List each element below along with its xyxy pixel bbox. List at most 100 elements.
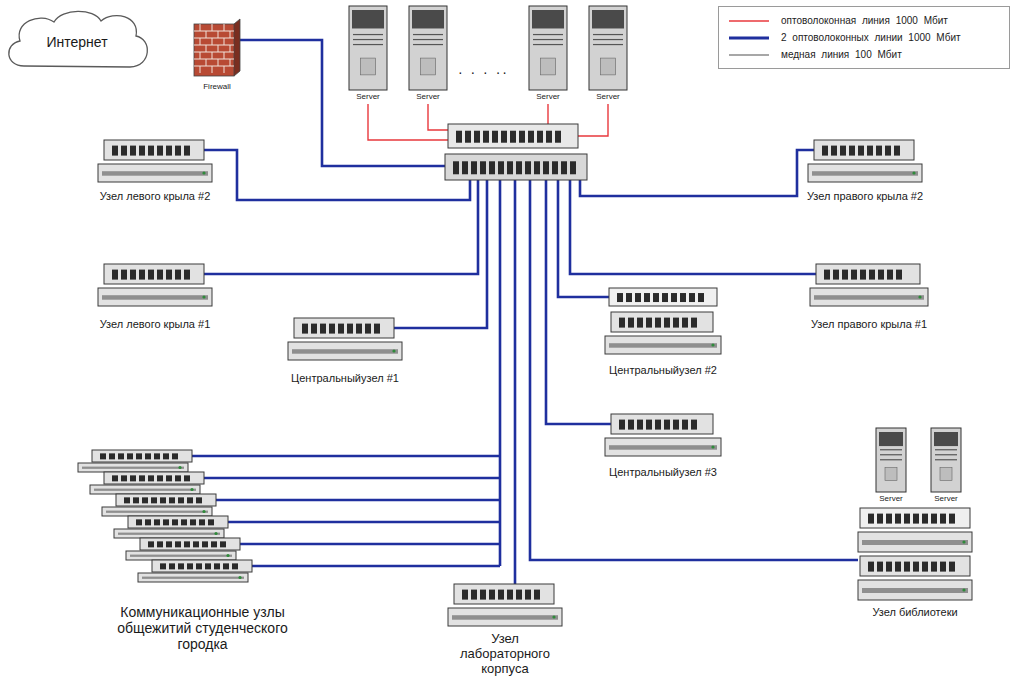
device-port [876, 146, 882, 156]
device-led [962, 588, 965, 591]
device-port [877, 514, 883, 524]
tower-slot [593, 34, 623, 35]
device-port [886, 562, 892, 572]
device-port [311, 324, 317, 334]
device-port [885, 146, 891, 156]
network-device [445, 154, 587, 180]
cable-line [558, 180, 609, 297]
tower-panel [420, 58, 435, 75]
device-body [116, 494, 216, 506]
legend-text: медная линия 100 Мбит [781, 49, 902, 60]
legend-line [729, 36, 769, 39]
device-port [163, 519, 169, 525]
device-port [148, 270, 154, 280]
device-port [617, 293, 623, 302]
device-led [202, 510, 205, 513]
device-port [100, 453, 106, 459]
device-port [148, 475, 154, 481]
device-strip [609, 343, 717, 348]
device-port [655, 420, 661, 430]
server-tower [529, 6, 567, 90]
tower-body [349, 6, 387, 90]
cable-line [204, 180, 478, 274]
device-port [121, 270, 127, 280]
mortar-line [206, 59, 207, 66]
device-port [842, 270, 848, 280]
device-port [664, 318, 670, 328]
network-device [294, 318, 394, 338]
device-port [208, 519, 214, 525]
network-node: Узел библиотеки [858, 506, 972, 619]
mortar-line [212, 24, 213, 31]
device-port [655, 318, 661, 328]
device-port [196, 497, 202, 503]
device-port [142, 497, 148, 503]
cable-line [394, 180, 487, 328]
network-device [816, 264, 920, 284]
tower-bay [532, 10, 564, 28]
device-port [831, 146, 837, 156]
server-label: Server [879, 494, 903, 503]
device-port [537, 131, 543, 143]
device-port [868, 514, 874, 524]
device-port [145, 453, 151, 459]
device-port [184, 270, 190, 280]
cable-line [428, 104, 448, 130]
device-port [489, 590, 495, 600]
server-tower [409, 6, 447, 90]
device-port [118, 453, 124, 459]
cable-line [570, 180, 816, 274]
device-port [691, 318, 697, 328]
device-body [454, 584, 554, 604]
network-node: Центральныйузел #3 [605, 412, 721, 479]
device-port [673, 420, 679, 430]
device-port [175, 146, 181, 156]
device-body [126, 551, 236, 560]
device-port [154, 519, 160, 525]
device-port [196, 563, 202, 569]
device-port [858, 146, 864, 156]
device-port [112, 270, 118, 280]
tower-slot [935, 449, 957, 450]
device-body [808, 164, 922, 182]
legend-line [729, 20, 769, 22]
network-device [814, 140, 914, 160]
device-port [374, 324, 380, 334]
server: Server [403, 6, 453, 101]
device-body [605, 336, 721, 354]
device-body [104, 264, 204, 284]
device-port [169, 563, 175, 569]
device-port [166, 146, 172, 156]
device-body [294, 318, 394, 338]
device-port [833, 270, 839, 280]
device-body [140, 538, 240, 550]
device-port [516, 590, 522, 600]
server: Server [343, 6, 393, 101]
device-port [534, 590, 540, 600]
device-port [519, 131, 525, 143]
mortar-line [212, 52, 213, 59]
device-body [98, 164, 212, 182]
device-port [329, 324, 335, 334]
firewall-wall [194, 19, 240, 76]
device-port [525, 590, 531, 600]
server-tower [349, 6, 387, 90]
device-port [507, 590, 513, 600]
device-port [133, 497, 139, 503]
device-port [501, 131, 507, 143]
device-port [456, 131, 462, 143]
device-port [184, 475, 190, 481]
cloud-label: Интернет [46, 28, 107, 50]
mortar-line [230, 45, 231, 52]
network-node: Узел левого крыла #1 [97, 262, 214, 331]
server-label: Server [596, 92, 620, 101]
device-port [139, 270, 145, 280]
device-body [104, 472, 204, 484]
device-port [689, 293, 695, 302]
cable-line [192, 455, 500, 458]
device-port [220, 541, 226, 547]
device-port [172, 453, 178, 459]
device-port [619, 420, 625, 430]
server-label: Server [356, 92, 380, 101]
